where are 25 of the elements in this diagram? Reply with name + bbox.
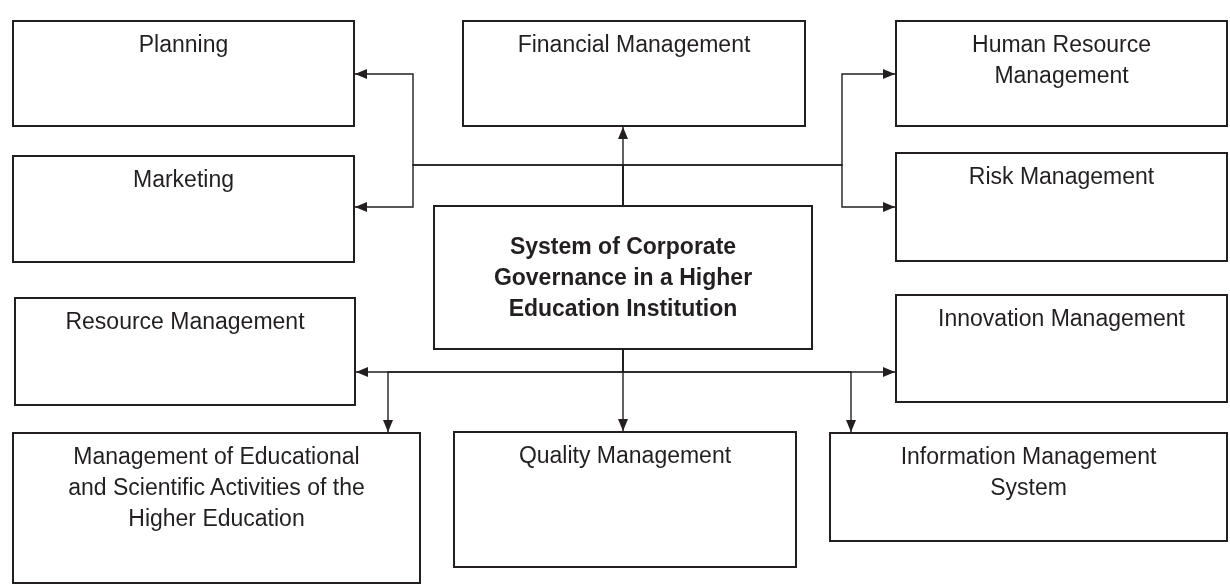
box-label: Innovation Management [938,304,1185,333]
process-box [895,152,1228,262]
box-label: Resource Management [65,307,305,336]
process-box [12,155,355,263]
arrow [622,164,896,212]
process-box [829,432,1228,542]
arrow [354,164,624,212]
box-title: System of Corporate Governance in a Higher Education Institution [492,231,754,323]
arrow [622,349,856,433]
process-box [12,20,355,127]
box-label: Planning [138,30,229,59]
process-box [12,432,421,584]
box-label: Quality Management [518,441,732,470]
process-box [14,297,356,406]
central-box [433,205,813,350]
box-label: Risk Management [968,162,1155,191]
box-label: Human Resource Management [971,30,1152,91]
box-label: Marketing [133,165,234,194]
process-box [453,431,797,568]
process-box [895,294,1228,403]
process-box [462,20,806,127]
box-label: Financial Management [517,30,751,59]
box-label: Information Management System [899,442,1158,503]
box-label: Management of Educational and Scientific Activities of the Higher Education [67,442,366,534]
process-box [895,20,1228,127]
